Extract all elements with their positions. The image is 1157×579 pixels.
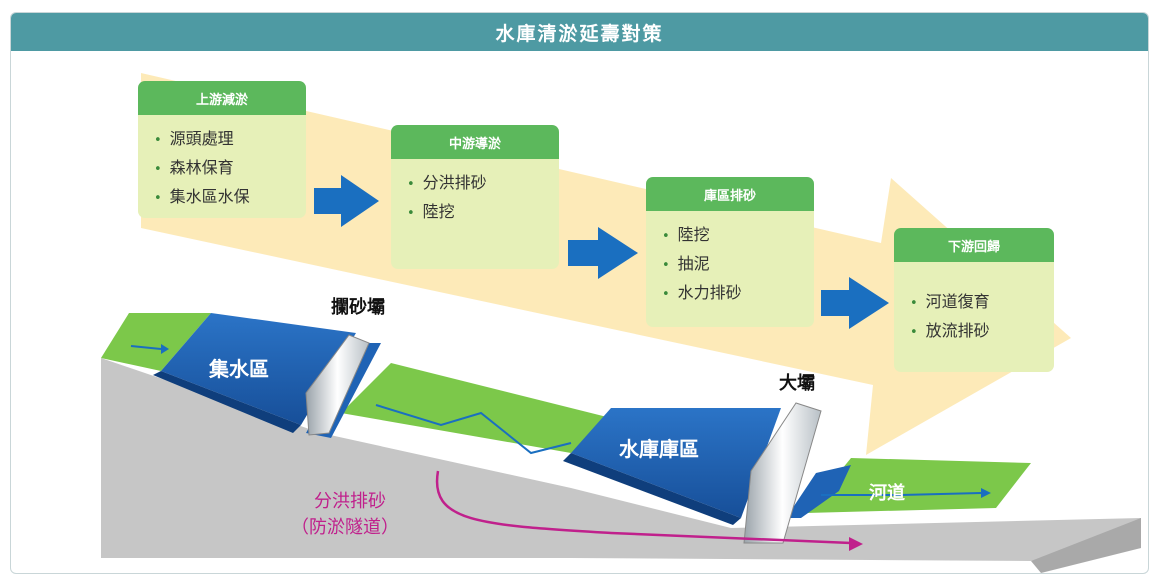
list-item: •水力排砂 [662, 283, 742, 302]
bullet-icon: • [407, 177, 415, 192]
stage-midstream-header: 中游導淤 [391, 125, 559, 159]
list-item: •源頭處理 [154, 129, 234, 148]
list-item: •抽泥 [662, 254, 710, 273]
bypass-arrow-head [849, 537, 863, 551]
river-label: 河道 [869, 483, 905, 504]
reservoir-water-front [563, 453, 741, 525]
river-water [786, 465, 851, 518]
diagram-frame: 水庫清淤延壽對策 [10, 12, 1149, 574]
stage-reservoir: 庫區排砂 •陸挖 •抽泥 •水力排砂 [646, 177, 814, 327]
bullet-icon: • [910, 296, 918, 311]
flow-arrow-2 [568, 227, 638, 279]
ground-body [101, 358, 1141, 561]
flow-arrow-1 [314, 175, 379, 227]
bypass-tunnel-arrow [435, 470, 852, 545]
upper-stream-line [130, 345, 162, 350]
reservoir-water [571, 408, 781, 518]
stage-midstream-body: •分洪排砂 •陸挖 [391, 159, 559, 269]
diagram-title: 水庫清淤延壽對策 [11, 13, 1148, 51]
big-dam-label: 大壩 [779, 373, 815, 394]
list-item: •陸挖 [662, 225, 710, 244]
reservoir-label: 水庫庫區 [619, 437, 699, 461]
catchment-label: 集水區 [209, 357, 269, 381]
river-stream-line [821, 492, 982, 496]
bullet-icon: • [662, 287, 670, 302]
check-dam-wall [305, 334, 370, 436]
list-item: •放流排砂 [910, 321, 990, 340]
bullet-icon: • [154, 191, 162, 206]
river-stream-head [981, 488, 991, 498]
stage-upstream-body: •源頭處理 •森林保育 •集水區水保 [138, 115, 306, 218]
bullet-icon: • [910, 325, 918, 340]
lower-grass [806, 458, 1031, 513]
list-item: •分洪排砂 [407, 173, 487, 192]
big-dam-wall [743, 402, 822, 544]
stage-midstream: 中游導淤 •分洪排砂 •陸挖 [391, 125, 559, 269]
stage-upstream-header: 上游減淤 [138, 81, 306, 115]
bullet-icon: • [154, 133, 162, 148]
list-item: •陸挖 [407, 202, 455, 221]
upper-stream-head [161, 344, 169, 354]
bullet-icon: • [407, 206, 415, 221]
stage-downstream-header: 下游回歸 [894, 228, 1054, 262]
mid-grass [341, 363, 611, 453]
stage-reservoir-body: •陸挖 •抽泥 •水力排砂 [646, 211, 814, 327]
stage-upstream: 上游減淤 •源頭處理 •森林保育 •集水區水保 [138, 81, 306, 218]
bullet-icon: • [662, 229, 670, 244]
upper-grass [101, 313, 211, 371]
bullet-icon: • [154, 162, 162, 177]
stage-downstream: 下游回歸 •河道復育 •放流排砂 [894, 228, 1054, 372]
scene-illustration [101, 73, 1141, 573]
mid-stream-line [375, 404, 572, 455]
flow-arrow-3 [821, 277, 889, 329]
stage-reservoir-header: 庫區排砂 [646, 177, 814, 211]
list-item: •集水區水保 [154, 187, 250, 206]
check-dam-label: 攔砂壩 [331, 297, 385, 318]
stage-downstream-body: •河道復育 •放流排砂 [894, 262, 1054, 372]
list-item: •河道復育 [910, 292, 990, 311]
bypass-label-line2: （防淤隧道） [291, 517, 399, 538]
ground-front-edge [1031, 518, 1141, 573]
catchment-water-front [153, 371, 301, 433]
list-item: •森林保育 [154, 158, 234, 177]
bullet-icon: • [662, 258, 670, 273]
bypass-label-line1: 分洪排砂 [314, 491, 386, 512]
